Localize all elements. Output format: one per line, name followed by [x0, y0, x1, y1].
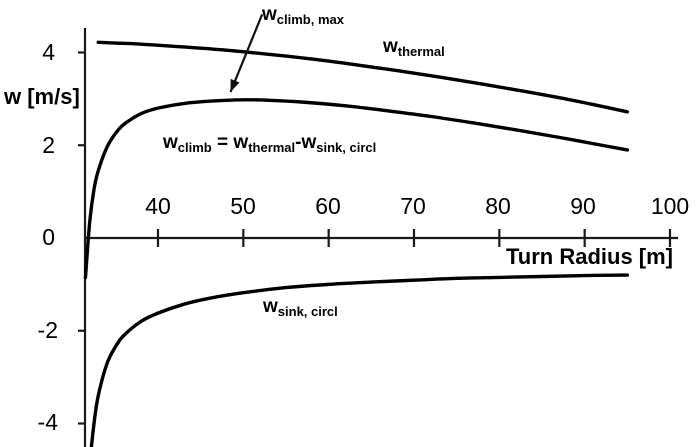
eq-w-thermal-base: w	[233, 132, 249, 153]
eq-w-thermal-subscript: thermal	[248, 140, 296, 155]
w-climb-max-arrow-shaft	[229, 14, 264, 93]
w-climb-equation: wclimb = wthermal-wsink, circl	[163, 132, 377, 155]
y-tick-label-neg4: -4	[37, 409, 58, 435]
curve-w-thermal	[96, 40, 630, 114]
w-climb-max-base: w	[262, 4, 277, 25]
w-climb-max-subscript: climb, max	[276, 12, 344, 27]
y-tick-label-0: 0	[42, 224, 55, 250]
eq-w-climb-base: w	[163, 132, 178, 153]
w-thermal-subscript: thermal	[397, 44, 445, 59]
w-sink-base: w	[263, 296, 278, 317]
w-climb-max-arrow-icon	[229, 14, 264, 93]
x-tick-label-90: 90	[570, 193, 596, 219]
eq-equals-sign: =	[211, 132, 234, 153]
curve-label-w-thermal: wthermal	[383, 36, 445, 59]
w-climb-max-arrow-head	[230, 78, 240, 92]
y-axis-title: w [m/s]	[4, 84, 80, 109]
y-axis-ticks	[78, 51, 85, 425]
eq-w-sink-base: w	[301, 132, 317, 153]
x-tick-label-70: 70	[400, 193, 426, 219]
eq-w-sink-subscript: sink, circl	[316, 140, 377, 155]
x-tick-label-100: 100	[650, 193, 690, 219]
eq-minus-sign: -	[295, 132, 302, 153]
y-tick-label-4: 4	[42, 39, 55, 65]
chart-curves	[83, 40, 630, 447]
x-tick-label-80: 80	[485, 193, 511, 219]
x-tick-label-50: 50	[230, 193, 256, 219]
curve-w-sink-circl	[89, 273, 630, 447]
x-tick-label-40: 40	[145, 193, 171, 219]
curve-label-w-climb-max: wclimb, max	[262, 4, 344, 27]
y-tick-label-neg2: -2	[37, 317, 58, 343]
w-sink-subscript: sink, circl	[277, 304, 338, 319]
w-thermal-base: w	[383, 36, 398, 57]
x-tick-label-60: 60	[315, 193, 341, 219]
x-axis-ticks	[156, 229, 672, 247]
curve-w-climb	[83, 98, 630, 280]
eq-w-climb-subscript: climb	[177, 140, 212, 155]
y-tick-label-2: 2	[42, 132, 55, 158]
x-axis-title: Turn Radius [m]	[505, 244, 673, 269]
curve-label-w-sink-circl: wsink, circl	[263, 296, 338, 319]
